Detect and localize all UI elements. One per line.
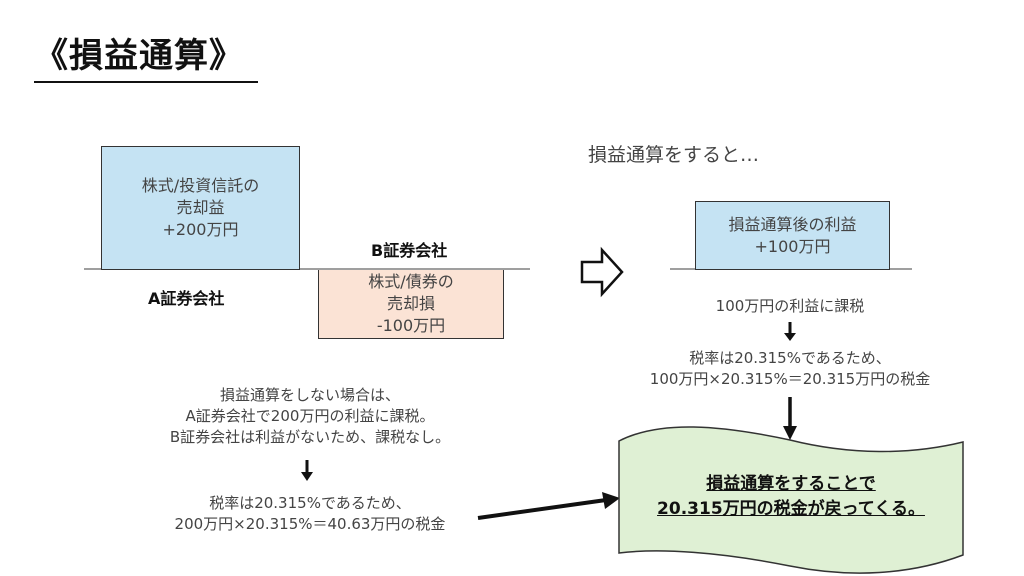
text-line: 200万円×20.315%＝40.63万円の税金 (174, 515, 446, 533)
loss-box: 株式/債券の 売却損 -100万円 (318, 270, 504, 339)
loss-line: 売却損 (386, 294, 435, 313)
text-line: 税率は20.315%であるため、 (209, 494, 411, 512)
loss-line: -100万円 (376, 316, 446, 335)
result-text: 損益通算をすることで 20.315万円の税金が戻ってくる。 (620, 472, 962, 522)
text-line: 損益通算をしない場合は、 (219, 386, 400, 404)
result-wave-shape (618, 426, 964, 574)
right-arrow-icon (580, 246, 624, 298)
company-a-label: A証券会社 (148, 289, 225, 308)
company-b-label: B証券会社 (371, 241, 448, 260)
text-line: B証券会社は利益がないため、課税なし。 (169, 428, 451, 446)
taxed-text: 100万円の利益に課税 (715, 297, 865, 315)
gain-line: +200万円 (162, 220, 239, 239)
down-arrow-icon (783, 397, 797, 440)
after-offset-box: 損益通算後の利益 +100万円 (695, 201, 890, 270)
gain-line: 売却益 (176, 198, 225, 217)
tax-calc: 税率は20.315%であるため、 100万円×20.315%＝20.315万円の… (590, 348, 990, 390)
right-heading: 損益通算をすると… (588, 144, 760, 166)
down-arrow-icon (784, 322, 796, 341)
arrow-to-result-icon (477, 492, 620, 520)
down-arrow-icon (301, 460, 313, 481)
gain-box: 株式/投資信託の 売却益 +200万円 (101, 146, 300, 270)
text-line: 100万円×20.315%＝20.315万円の税金 (649, 370, 931, 388)
text-line: A証券会社で200万円の利益に課税。 (185, 407, 435, 425)
after-line: 損益通算後の利益 (728, 214, 857, 234)
text-line: 税率は20.315%であるため、 (689, 349, 891, 367)
text-line: 損益通算をすることで (706, 474, 876, 494)
text-line: 20.315万円の税金が戻ってくる。 (657, 499, 925, 519)
after-line: +100万円 (754, 236, 831, 256)
page-title: 《損益通算》 (34, 28, 258, 83)
loss-line: 株式/債券の (368, 272, 454, 291)
no-offset-tax: 税率は20.315%であるため、 200万円×20.315%＝40.63万円の税… (100, 493, 520, 535)
gain-line: 株式/投資信託の (141, 176, 260, 195)
no-offset-text: 損益通算をしない場合は、 A証券会社で200万円の利益に課税。 B証券会社は利益… (100, 385, 520, 448)
